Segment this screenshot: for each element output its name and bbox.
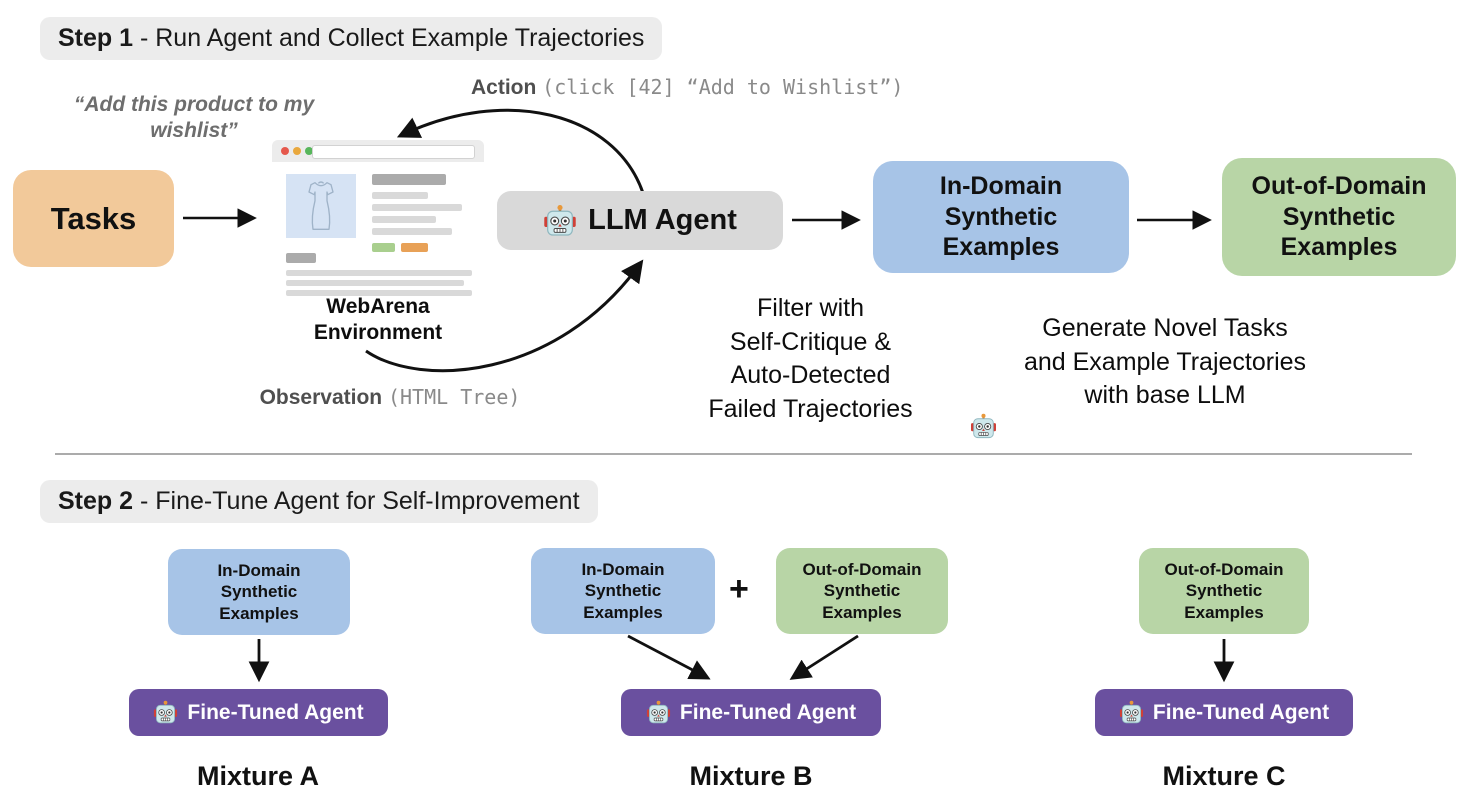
robot-icon — [153, 700, 178, 725]
mixture-c-input-label: Out-of-Domain Synthetic Examples — [1164, 559, 1284, 622]
observation-code: (HTML Tree) — [387, 385, 521, 409]
generate-note: Generate Novel Tasks and Example Traject… — [970, 312, 1360, 440]
step1-header-bold: Step 1 — [58, 24, 134, 52]
text-line-placeholder — [372, 216, 436, 223]
step1-header-rest: - Run Agent and Collect Example Trajecto… — [133, 24, 645, 52]
mixture-c-agent-box: Fine-Tuned Agent — [1095, 689, 1353, 736]
green-button-placeholder — [372, 243, 395, 252]
robot-icon — [970, 413, 997, 440]
mixture-b-input-label-2: Out-of-Domain Synthetic Examples — [802, 559, 922, 622]
step2-header-rest: - Fine-Tune Agent for Self-Improvement — [133, 487, 580, 515]
mixture-b-input-box-2: Out-of-Domain Synthetic Examples — [776, 548, 948, 634]
filter-note-line: Failed Trajectories — [708, 394, 913, 423]
action-code: (click [42] “Add to Wishlist”) — [542, 75, 904, 99]
mixture-b-input-label-1: In-Domain Synthetic Examples — [581, 559, 665, 622]
arrow-mixture-b-right — [789, 634, 859, 680]
robot-icon — [646, 700, 671, 725]
traffic-light-green-icon — [305, 147, 313, 155]
text-line-placeholder — [286, 270, 472, 276]
generate-note-line: with base LLM — [970, 379, 1360, 440]
mixture-b-agent-box: Fine-Tuned Agent — [621, 689, 881, 736]
llm-agent-label: LLM Agent — [588, 204, 737, 236]
dress-icon — [308, 181, 334, 230]
in-domain-box: In-Domain Synthetic Examples — [873, 161, 1129, 273]
fine-tuned-agent-label: Fine-Tuned Agent — [187, 700, 364, 724]
mixture-a-input-label: In-Domain Synthetic Examples — [217, 560, 301, 623]
text-line-placeholder — [286, 290, 472, 296]
environment-label: WebArena Environment — [262, 294, 494, 347]
mixture-b-input-box-1: In-Domain Synthetic Examples — [531, 548, 715, 634]
filter-note: Filter with Self-Critique & Auto-Detecte… — [663, 292, 958, 426]
orange-button-placeholder — [401, 243, 428, 252]
mixture-c-input-box: Out-of-Domain Synthetic Examples — [1139, 548, 1309, 634]
generate-note-line: Generate Novel Tasks — [1042, 314, 1288, 342]
in-domain-label: In-Domain Synthetic Examples — [939, 172, 1063, 262]
observation-line: Observation (HTML Tree) — [240, 385, 540, 410]
step1-header: Step 1 - Run Agent and Collect Example T… — [40, 17, 663, 60]
fine-tuned-agent-label: Fine-Tuned Agent — [679, 700, 857, 724]
environment-label-line1: WebArena — [326, 295, 430, 318]
browser-title-bar — [272, 140, 484, 162]
text-line-placeholder — [372, 228, 452, 235]
action-label: Action — [471, 76, 537, 99]
traffic-light-red-icon — [281, 147, 289, 155]
traffic-light-yellow-icon — [293, 147, 301, 155]
filter-note-line: Filter with — [757, 294, 864, 322]
out-of-domain-label: Out-of-Domain Synthetic Examples — [1251, 172, 1427, 262]
text-line-placeholder — [286, 280, 464, 286]
observation-label: Observation — [259, 386, 383, 409]
generate-note-line: and Example Trajectories — [1023, 347, 1307, 376]
robot-icon — [1119, 700, 1144, 725]
arrow-mixture-b-left — [627, 634, 711, 680]
llm-agent-box: LLM Agent — [497, 191, 783, 250]
product-image-placeholder — [286, 174, 356, 238]
text-line-placeholder — [372, 192, 428, 199]
mixture-a-agent-box: Fine-Tuned Agent — [129, 689, 388, 736]
browser-url-bar — [312, 145, 475, 159]
fine-tuned-agent-label: Fine-Tuned Agent — [1152, 700, 1330, 724]
out-of-domain-box: Out-of-Domain Synthetic Examples — [1222, 158, 1456, 276]
action-line: Action (click [42] “Add to Wishlist”) — [471, 75, 903, 100]
plus-sign: + — [729, 570, 749, 608]
tag-placeholder — [286, 253, 316, 263]
mixture-a-input-box: In-Domain Synthetic Examples — [168, 549, 350, 635]
webarena-browser-window — [272, 140, 484, 296]
tasks-box: Tasks — [13, 170, 174, 267]
text-line-placeholder — [372, 204, 462, 211]
filter-note-line: Auto-Detected — [730, 361, 891, 389]
filter-note-line: Self-Critique & — [729, 327, 892, 356]
mixture-b-label: Mixture B — [689, 761, 813, 791]
generate-note-line-text: with base LLM — [1084, 381, 1246, 409]
mixture-a-label: Mixture A — [196, 761, 319, 791]
step2-header-bold: Step 2 — [58, 487, 134, 515]
robot-icon — [543, 204, 577, 238]
task-quote: “Add this product to my wishlist” — [73, 93, 315, 143]
environment-label-line2: Environment — [313, 321, 443, 345]
product-title-placeholder — [372, 174, 446, 185]
mixture-c-label: Mixture C — [1162, 761, 1286, 791]
step2-header: Step 2 - Fine-Tune Agent for Self-Improv… — [40, 480, 598, 523]
